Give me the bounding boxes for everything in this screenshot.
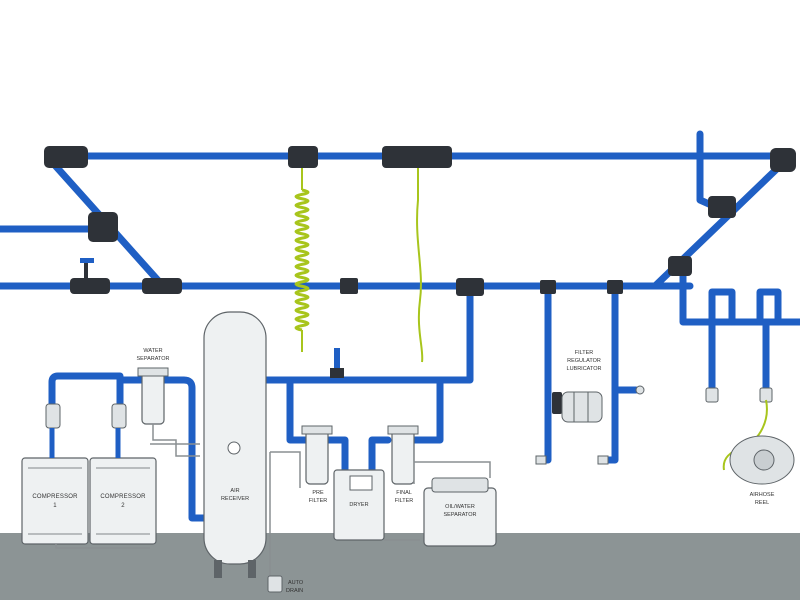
top-left-elbow-fitting (44, 146, 88, 168)
compressor-loop-pipe (48, 372, 124, 424)
mid-pipe-coupling (340, 278, 358, 294)
oil-water-separator: OIL/WATER SEPARATOR (423, 477, 497, 547)
riser-to-dryer-line (260, 282, 474, 384)
hose-reel-icon: AIRHOSE REEL (722, 399, 795, 506)
air-receiver-inlet-pipe (116, 376, 208, 522)
dryer: DRYER (333, 469, 385, 541)
tee-fitting-top-middle (382, 146, 452, 168)
compressor-1: COMPRESSOR 1 (21, 457, 89, 545)
pre-filter-label-line2: FILTER (309, 498, 328, 504)
water-separator-label-line1: WATER (143, 348, 162, 354)
straight-air-hose (416, 168, 424, 363)
riser-tee-fitting (456, 278, 484, 296)
pre-filter-label-line1: PRE (312, 490, 324, 496)
right-drop-a (708, 288, 736, 326)
air-receiver-tank: AIR RECEIVER (203, 311, 267, 578)
coiled-air-hose (294, 168, 310, 352)
compressor-2-label-line2: 2 (121, 503, 125, 509)
hose-drop-fitting-top (288, 146, 318, 168)
compressor-outlet-valves (45, 403, 127, 458)
pipe-network (0, 130, 800, 522)
condensate-drain-lines (55, 443, 491, 549)
right-drop-main (679, 264, 800, 326)
water-separator-label-line2: SEPARATOR (136, 356, 169, 362)
drop-line-2 (600, 282, 619, 464)
air-receiver-label-line2: RECEIVER (221, 496, 249, 502)
final-filter-to-receiver-line (408, 376, 444, 444)
compressor-2: COMPRESSOR 2 (89, 457, 157, 545)
oil-water-separator-label-line1: OIL/WATER (445, 504, 475, 510)
auto-drain: AUTO DRAIN (267, 452, 304, 594)
compressor-2-label-line1: COMPRESSOR (100, 494, 146, 500)
dryer-label: DRYER (349, 502, 368, 508)
auto-drain-label-line2: DRAIN (286, 588, 303, 594)
final-filter: FINAL FILTER (387, 425, 419, 504)
ball-valve-icon (80, 258, 94, 278)
pressure-gauge-icon (330, 348, 344, 378)
water-separator: WATER SEPARATOR (136, 348, 200, 457)
fittings (44, 146, 796, 296)
pre-filter-loop-pipe (286, 376, 310, 444)
ball-valve-body (70, 278, 110, 294)
final-filter-label-line1: FINAL (396, 490, 412, 496)
lower-right-coupling (668, 256, 692, 276)
upper-left-tee-fitting (88, 212, 118, 242)
drop-line-1 (536, 282, 552, 464)
final-filter-label-line2: FILTER (395, 498, 414, 504)
right-drop-b (756, 288, 782, 326)
frl-label-line3: LUBRICATOR (567, 366, 602, 372)
airhose-reel-label-line1: AIRHOSE (750, 492, 775, 498)
dryer-to-final-filter-pipe (324, 436, 392, 474)
pre-filter: PRE FILTER (301, 425, 333, 504)
oil-water-separator-label-line2: SEPARATOR (443, 512, 476, 518)
diagonal-right-coupling (708, 196, 736, 218)
frl-label-line1: FILTER (575, 350, 594, 356)
compressor-1-label-line1: COMPRESSOR (32, 494, 78, 500)
airhose-reel-label-line2: REEL (755, 500, 769, 506)
filter-regulator-lubricator: FILTER REGULATOR LUBRICATOR (552, 350, 603, 423)
compressor-1-label-line2: 1 (53, 503, 57, 509)
top-right-elbow-fitting (770, 148, 796, 172)
drop-1-fitting (540, 280, 556, 294)
lower-left-coupling (142, 278, 182, 294)
drop-fitting-icon (535, 385, 773, 465)
auto-drain-label-line1: AUTO (288, 580, 304, 586)
air-receiver-label-line1: AIR (230, 488, 239, 494)
drop-2-fitting (607, 280, 623, 294)
frl-label-line2: REGULATOR (567, 358, 601, 364)
